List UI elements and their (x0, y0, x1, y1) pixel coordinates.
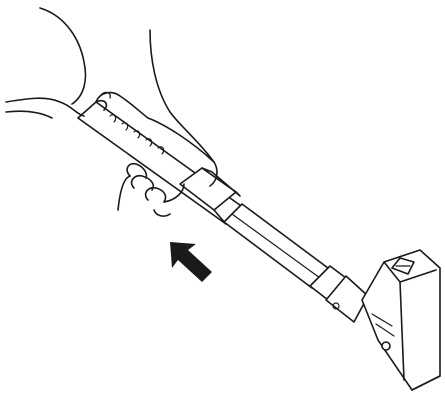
floor-nozzle (362, 250, 440, 390)
upper-hand (6, 8, 217, 186)
telescopic-tube (224, 204, 328, 288)
arrow-up-left-icon (170, 242, 212, 282)
